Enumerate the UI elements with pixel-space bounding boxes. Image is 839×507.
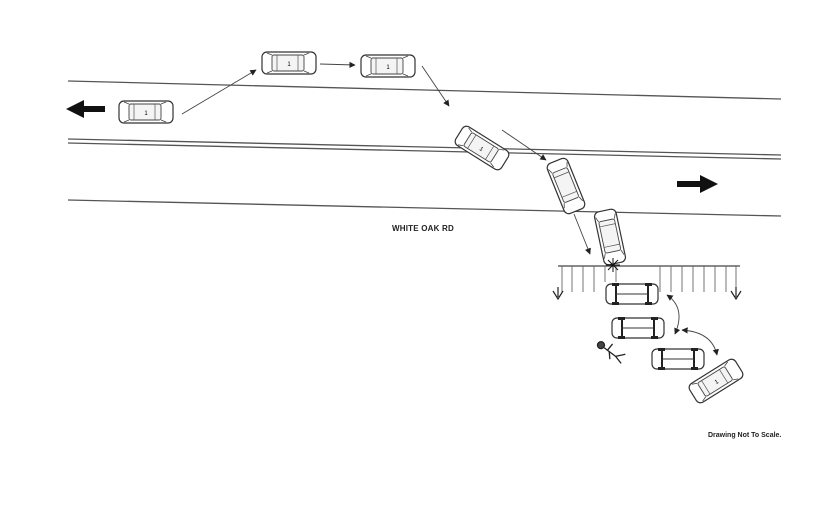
occupant-figure [596, 340, 626, 364]
vehicle-overturned-3 [651, 347, 705, 371]
vehicle-position-4: 1 [452, 123, 512, 173]
vehicle-position-6 [593, 207, 627, 267]
vehicle-position-5 [545, 156, 587, 216]
vehicle-label: 1 [386, 65, 390, 71]
vehicle-position-1: 1 [118, 100, 174, 124]
road-name-label: WHITE OAK RD [392, 224, 454, 233]
road-south-edge [67, 199, 782, 217]
road-center-line-1 [67, 138, 782, 156]
vehicle-label: 1 [714, 379, 721, 386]
vehicle-position-2: 1 [261, 51, 317, 75]
vehicle-label: 1 [287, 62, 291, 68]
travel-path [181, 61, 719, 356]
westbound-arrow [66, 100, 105, 118]
scale-note: Drawing Not To Scale. [708, 432, 782, 439]
embankment [552, 265, 742, 301]
eastbound-arrow [677, 175, 718, 193]
vehicle-label: 1 [478, 146, 485, 153]
road-north-edge [67, 80, 782, 100]
impact-point [606, 258, 620, 272]
vehicle-final-rest: 1 [686, 356, 746, 406]
vehicle-position-3: 1 [360, 54, 416, 78]
vehicle-overturned-1 [605, 282, 659, 306]
vehicle-overturned-2 [611, 316, 665, 340]
vehicle-label: 1 [144, 111, 148, 117]
road-center-line-2 [67, 142, 782, 160]
